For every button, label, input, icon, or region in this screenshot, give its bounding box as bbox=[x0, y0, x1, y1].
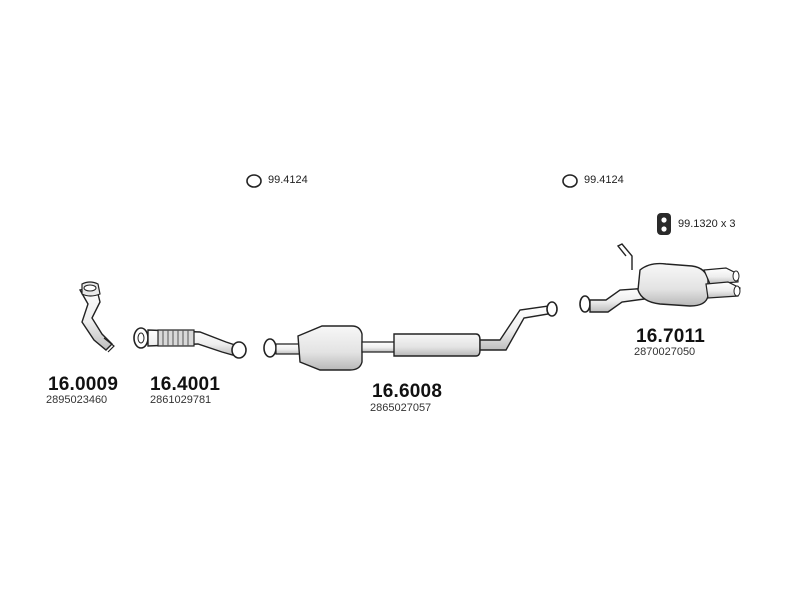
front-pipe-drawing bbox=[78, 281, 115, 353]
ring-gasket-icon bbox=[246, 174, 262, 188]
front-pipe-part-number: 16.0009 bbox=[48, 374, 119, 395]
ring-gasket-label-1: 99.4124 bbox=[268, 174, 308, 186]
rear-silencer-part-number: 16.7011 bbox=[636, 326, 706, 347]
ring-gasket-label-2: 99.4124 bbox=[584, 174, 624, 186]
middle-silencer-part-number: 16.6008 bbox=[372, 381, 443, 402]
front-pipe-oe-number: 2895023460 bbox=[46, 394, 108, 406]
rubber-hanger-icon bbox=[657, 213, 671, 235]
flex-pipe-drawing bbox=[133, 327, 247, 359]
flex-pipe-oe-number: 2861029781 bbox=[150, 394, 212, 406]
middle-silencer-oe-number: 2865027057 bbox=[370, 402, 432, 414]
rear-silencer-drawing bbox=[579, 243, 741, 313]
rubber-hanger-label: 99.1320 x 3 bbox=[678, 218, 736, 230]
middle-silencer-drawing bbox=[263, 301, 558, 371]
rear-silencer-oe-number: 2870027050 bbox=[634, 346, 696, 358]
ring-gasket-icon bbox=[562, 174, 578, 188]
flex-pipe-part-number: 16.4001 bbox=[150, 374, 221, 395]
